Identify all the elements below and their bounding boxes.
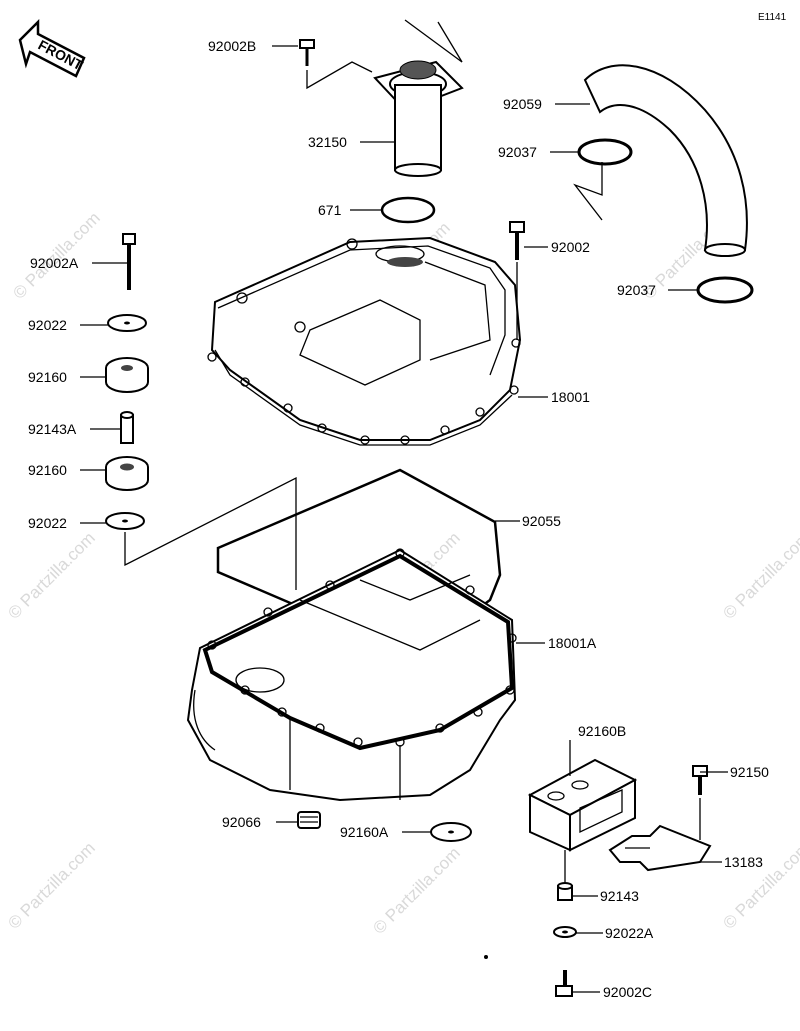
callout-92022-bottom: 92022 [28,515,67,531]
callout-92160B: 92160B [578,723,626,739]
callout-92150: 92150 [730,764,769,780]
callout-13183: 13183 [724,854,763,870]
collar-92143 [557,882,573,901]
clamp-92037-bottom [696,276,754,304]
bolt-92002C [555,970,573,997]
plug-92066 [297,811,321,829]
dot [484,955,488,959]
callout-32150: 32150 [308,134,347,150]
grommet-92160A [430,822,472,842]
callout-671: 671 [318,202,342,218]
clamp-92037-top [573,138,633,221]
callout-92002: 92002 [551,239,590,255]
gasket-671 [380,196,436,224]
watermark: © Partzilla.com [4,528,98,622]
bolt-92002B [299,39,373,90]
callout-92002A-left: 92002A [30,255,79,271]
front-arrow-icon: FRONT [18,18,86,78]
callout-92160-top: 92160 [28,369,67,385]
watermark: © Partzilla.com [719,838,800,932]
callout-92002C: 92002C [603,984,652,1000]
watermark: © Partzilla.com [4,838,98,932]
bolt-92002 [509,221,525,340]
leader-lines [80,45,728,993]
callout-92022-top: 92022 [28,317,67,333]
callout-labels: 92002B 32150 671 92059 92037 92002 92037… [28,38,769,1000]
bolt-92150 [692,765,708,840]
callout-92002B: 92002B [208,38,256,54]
callout-92037-top: 92037 [498,144,537,160]
intake-tube [373,19,464,177]
callout-92160-bottom: 92160 [28,462,67,478]
callout-92055: 92055 [522,513,561,529]
callout-92143A: 92143A [28,421,77,437]
callout-92143: 92143 [600,888,639,904]
air-hose [583,64,748,257]
washer-92022A [553,926,577,938]
watermark: © Partzilla.com [719,528,800,622]
bracket-13183 [608,824,712,872]
callout-92022A: 92022A [605,925,654,941]
callout-18001A: 18001A [548,635,597,651]
airbox-cover-18001 [207,236,522,446]
watermark: © Partzilla.com [369,843,463,937]
callout-92037-bottom: 92037 [617,282,656,298]
callout-92160A: 92160A [340,824,389,840]
diagram-code: E1141 [758,12,787,23]
callout-18001: 18001 [551,389,590,405]
left-hardware-stack [105,233,297,590]
damper-92160B [527,740,638,885]
callout-92059: 92059 [503,96,542,112]
airbox-case-18001A [186,548,517,802]
callout-92066: 92066 [222,814,261,830]
